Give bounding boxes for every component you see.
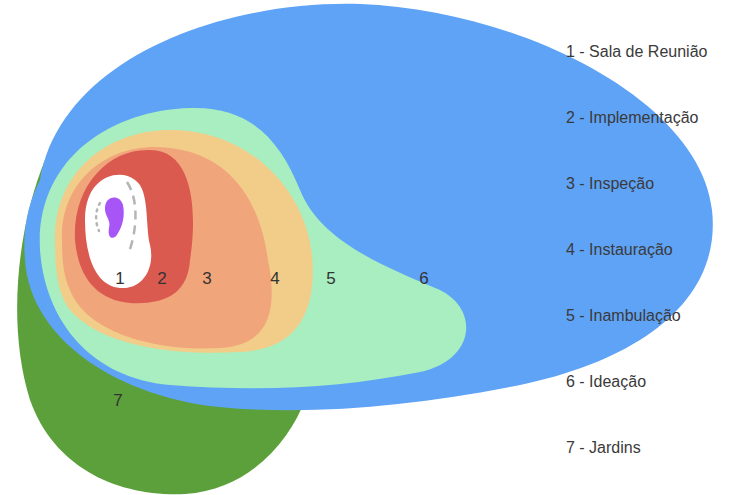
legend-entry: 6 - Ideação: [566, 374, 646, 390]
legend-entry: 7 - Jardins: [566, 440, 641, 456]
ideation-region: 654321: [20, 0, 720, 418]
purple-blob: [105, 198, 124, 238]
region-shape: [85, 175, 151, 288]
legend-entry: 4 - Instauração: [566, 242, 673, 258]
meeting-room-region: 1: [82, 165, 154, 293]
ambulation-region: 54321: [35, 100, 480, 395]
inspection-region: 321: [58, 140, 278, 355]
legend-entry: 3 - Inspeção: [566, 176, 654, 192]
region-number: 3: [202, 270, 211, 287]
region-shape: [24, 4, 712, 410]
region-number: 2: [157, 270, 166, 287]
region-shape: [40, 108, 466, 388]
region-shape: [62, 147, 272, 348]
legend-entry: 2 - Implementação: [566, 110, 699, 126]
region-number: 7: [113, 392, 122, 409]
implementation-region: 21: [70, 145, 200, 310]
region-number: 1: [115, 270, 124, 287]
legend-entry: 1 - Sala de Reunião: [566, 44, 707, 60]
legend-entry: 5 - Inambulação: [566, 308, 681, 324]
region-number: 4: [270, 270, 279, 287]
region-number: 5: [326, 270, 335, 287]
region-shape: [55, 130, 313, 353]
region-number: 6: [419, 270, 428, 287]
dotted-arc: [96, 203, 100, 231]
dashed-arc: [127, 182, 136, 252]
establishment-region: 4321: [50, 125, 320, 360]
region-shape: [75, 150, 193, 303]
